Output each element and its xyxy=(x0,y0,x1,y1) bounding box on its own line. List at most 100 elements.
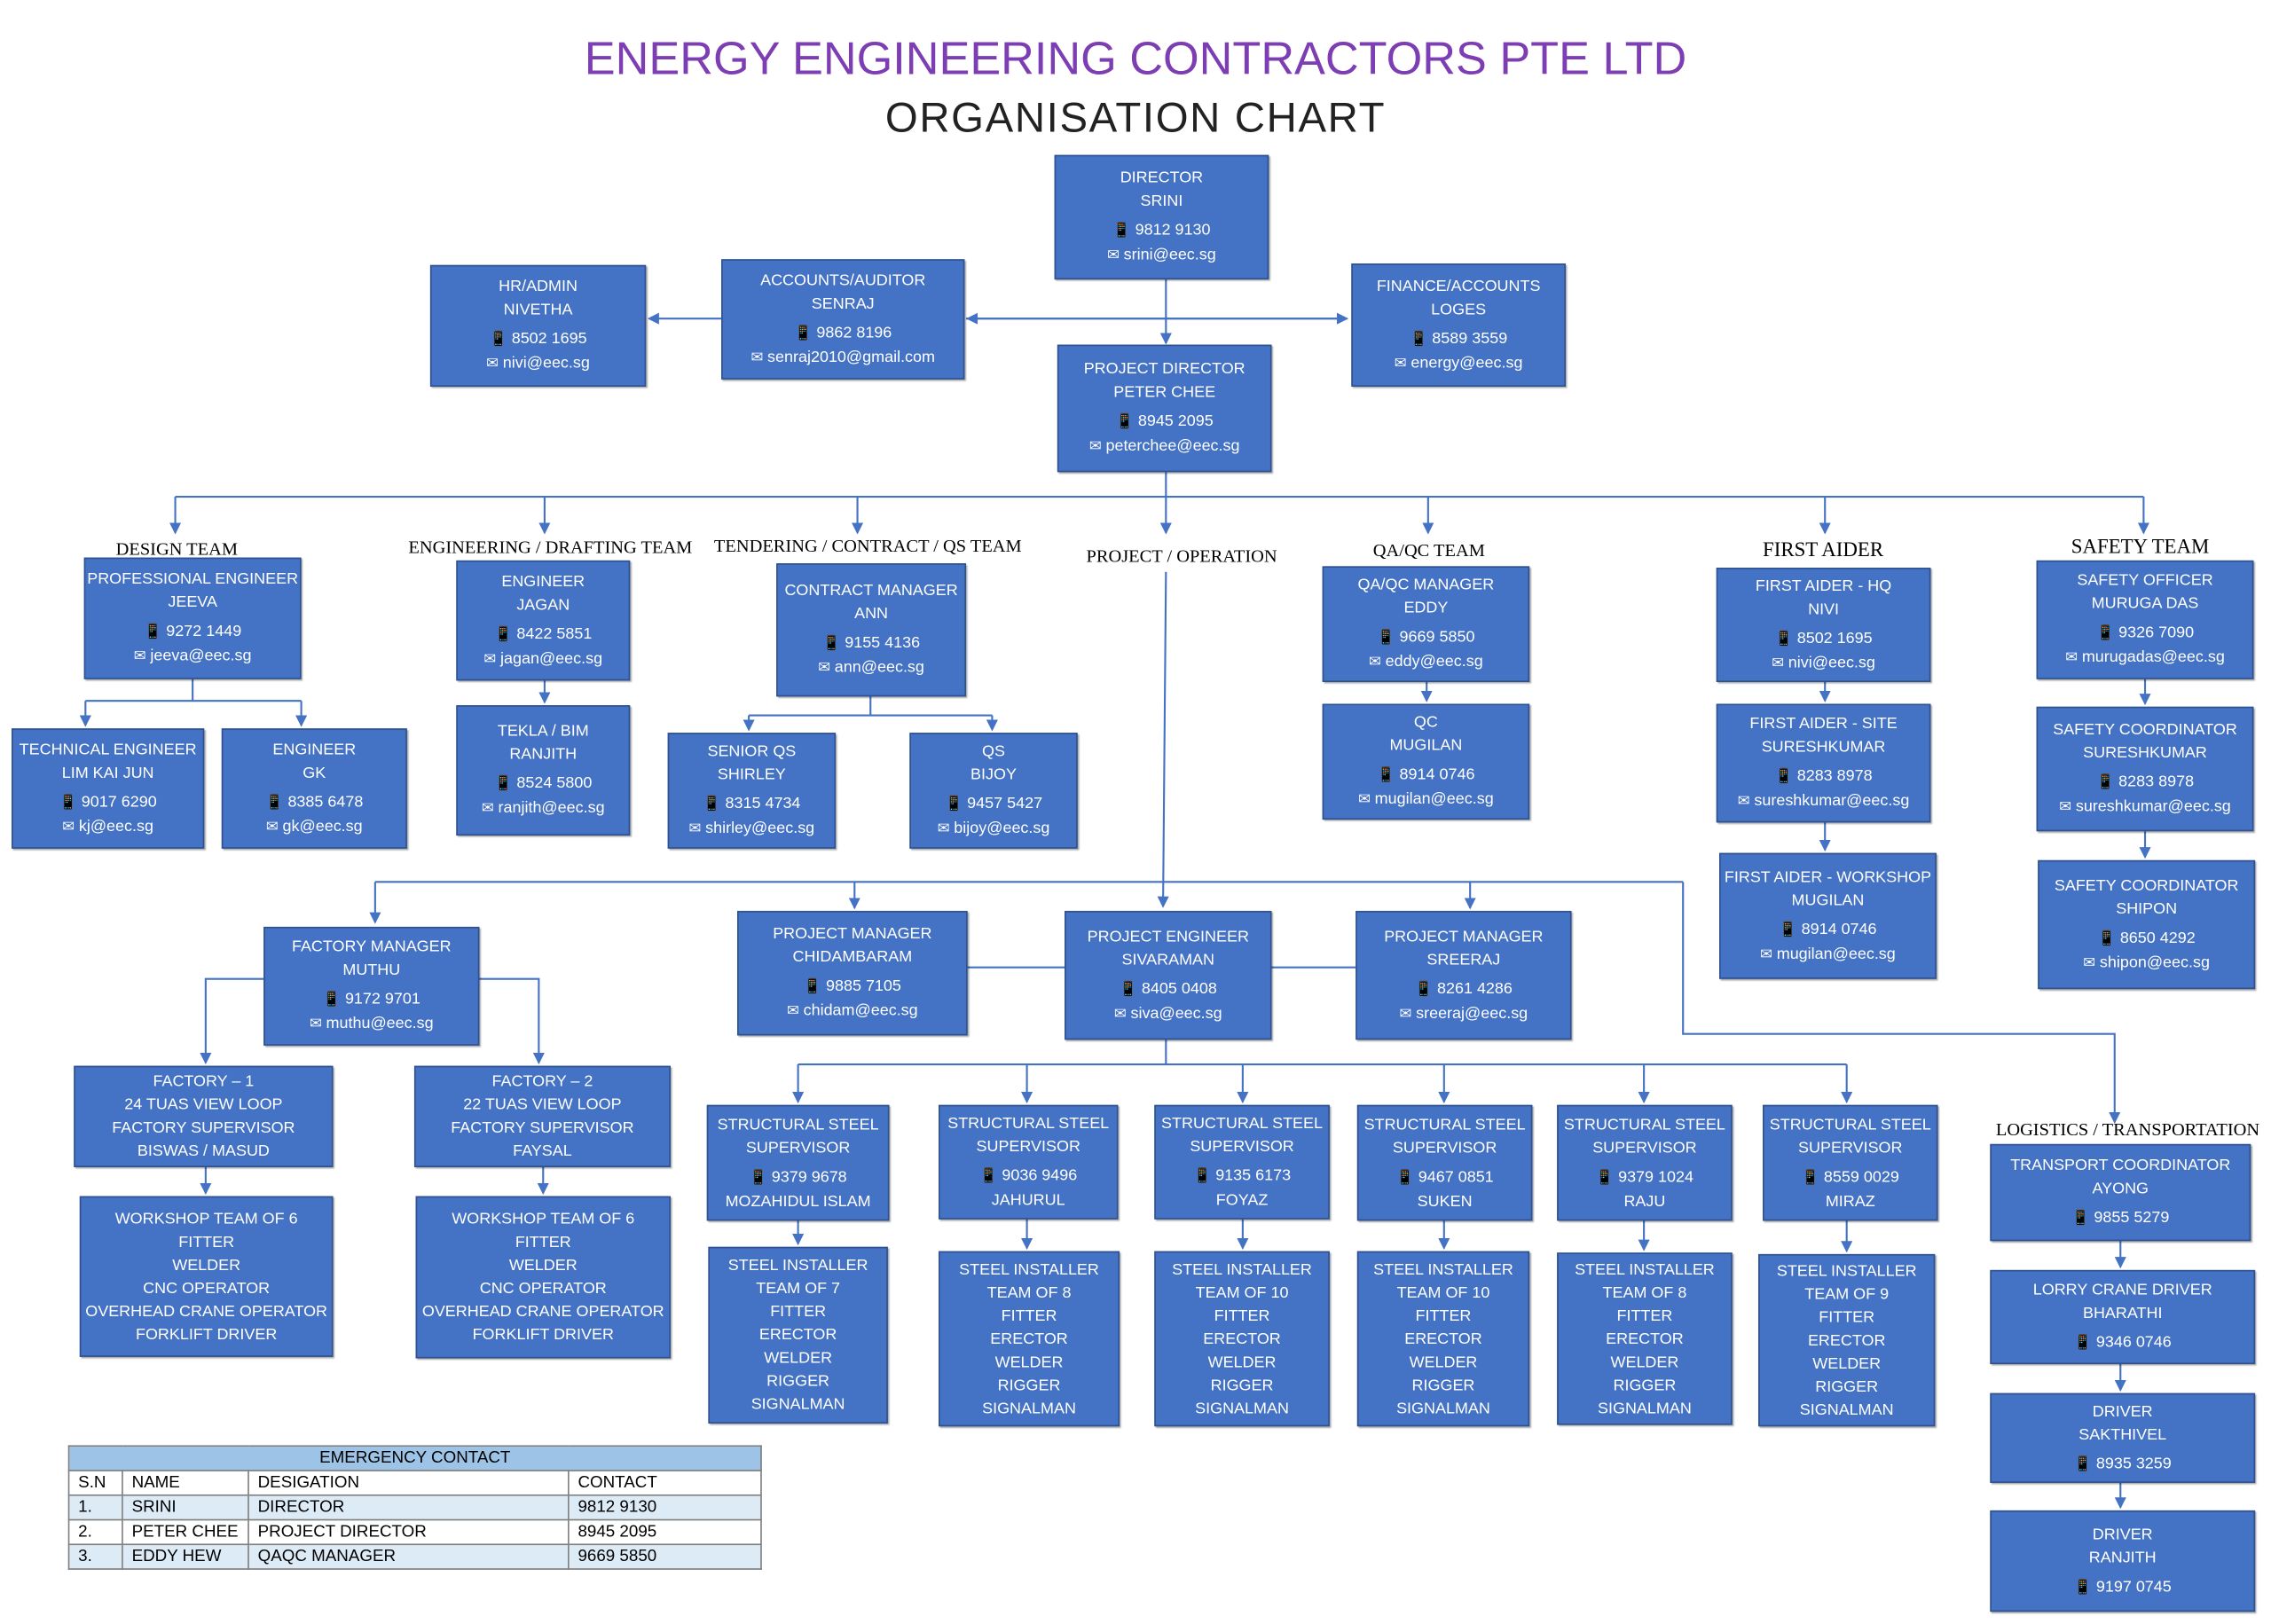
team-line-text: FAYSAL xyxy=(513,1142,572,1160)
team-line: WELDER xyxy=(1410,1350,1478,1373)
role-label: TEKLA / BIM xyxy=(498,719,589,742)
phone-number-text: 9812 9130 xyxy=(1135,221,1211,239)
phone-number: 📱8524 5800 xyxy=(494,772,592,796)
role-label-text: STRUCTURAL STEEL xyxy=(1563,1115,1725,1134)
phone-number-text: 9197 0745 xyxy=(2095,1577,2172,1596)
email-address: ✉energy@eec.sg xyxy=(1395,351,1523,376)
person-name: SUKEN xyxy=(1418,1189,1473,1212)
email-address: ✉chidam@eec.sg xyxy=(787,1000,918,1024)
phone-number-text: 8422 5851 xyxy=(516,624,593,643)
email-address-text: ranjith@eec.sg xyxy=(498,799,605,817)
phone-number: 📱8315 4734 xyxy=(703,792,800,817)
person-name-text: LOGES xyxy=(1431,300,1487,318)
email-address: ✉jagan@eec.sg xyxy=(483,647,602,671)
team-line-text: FITTER xyxy=(1214,1306,1270,1325)
team-line: ERECTOR xyxy=(1404,1327,1482,1350)
role-label-text: TECHNICAL ENGINEER xyxy=(19,741,197,758)
person-name: MOZAHIDUL ISLAM xyxy=(726,1189,871,1212)
role-label: QC xyxy=(1414,711,1438,734)
role-label: PROJECT DIRECTOR xyxy=(1084,357,1246,381)
person-name: MUGILAN xyxy=(1792,889,1865,912)
envelope-icon: ✉ xyxy=(1394,355,1407,372)
email-address-text: sureshkumar@eec.sg xyxy=(1754,792,1910,810)
phone-number-text: 8945 2095 xyxy=(1137,412,1214,430)
mobile-phone-icon: 📱 xyxy=(2073,1579,2092,1596)
team-line-text: TEAM OF 7 xyxy=(756,1280,841,1298)
envelope-icon: ✉ xyxy=(750,349,764,366)
person-name-text: MUGILAN xyxy=(1791,890,1865,909)
team-line: SIGNALMAN xyxy=(1598,1397,1692,1420)
mobile-phone-icon: 📱 xyxy=(803,978,822,995)
person-name: MUTHU xyxy=(342,959,400,982)
person-name-text: RANJITH xyxy=(509,745,578,764)
team-line: RIGGER xyxy=(1412,1374,1475,1397)
email-address-text: nivi@eec.sg xyxy=(1788,654,1875,671)
mobile-phone-icon: 📱 xyxy=(1115,413,1134,430)
role-label: DRIVER xyxy=(2093,1400,2153,1423)
role-label: SUPERVISOR xyxy=(1798,1136,1902,1159)
phone-number-text: 9855 5279 xyxy=(2094,1209,2170,1227)
row-contact: 9669 5850 xyxy=(568,1543,762,1570)
team-line-text: FORKLIFT DRIVER xyxy=(472,1326,614,1345)
team-line-text: ERECTOR xyxy=(990,1330,1068,1348)
role-label: QA/QC MANAGER xyxy=(1358,574,1495,597)
person-name: JEEVA xyxy=(168,591,217,614)
team-line: WELDER xyxy=(995,1350,1064,1373)
mobile-phone-icon: 📱 xyxy=(703,796,721,812)
phone-number-text: 8502 1695 xyxy=(511,330,587,348)
person-name: SRINI xyxy=(1140,190,1183,213)
phone-number-text: 8283 8978 xyxy=(2118,773,2195,791)
row-name: PETER CHEE xyxy=(122,1518,249,1546)
row-name: EDDY HEW xyxy=(122,1543,249,1570)
role-label-text: TRANSPORT COORDINATOR xyxy=(2010,1157,2231,1175)
phone-number: 📱9346 0746 xyxy=(2074,1330,2172,1355)
mobile-phone-icon: 📱 xyxy=(944,796,963,812)
person-name-text: GK xyxy=(303,764,326,781)
role-label-text: PROJECT MANAGER xyxy=(1384,927,1544,945)
role-label: TECHNICAL ENGINEER xyxy=(20,738,197,761)
mobile-phone-icon: 📱 xyxy=(494,626,513,643)
team-line-text: CNC OPERATOR xyxy=(479,1280,607,1298)
team-line: BISWAS / MASUD xyxy=(138,1140,270,1163)
role-label: FACTORY MANAGER xyxy=(292,936,452,959)
role-label: PROJECT MANAGER xyxy=(773,922,931,945)
phone-number: 📱9467 0851 xyxy=(1396,1165,1494,1190)
role-label-text: TEKLA / BIM xyxy=(497,722,589,741)
emergency-table-title: EMERGENCY CONTACT xyxy=(67,1445,762,1471)
team-line: TEAM OF 7 xyxy=(756,1277,840,1300)
phone-number-text: 9036 9496 xyxy=(1002,1166,1078,1185)
envelope-icon: ✉ xyxy=(787,1003,799,1020)
phone-number-text: 8650 4292 xyxy=(2119,929,2196,946)
role-label-text: HR/ADMIN xyxy=(499,278,578,296)
email-address: ✉jeeva@eec.sg xyxy=(134,645,252,670)
email-address: ✉shipon@eec.sg xyxy=(2083,951,2210,976)
role-label: SAFETY COORDINATOR xyxy=(2055,874,2239,897)
mobile-phone-icon: 📱 xyxy=(2073,1455,2092,1472)
role-label-text: STRUCTURAL STEEL xyxy=(947,1115,1110,1133)
person-name-text: PETER CHEE xyxy=(1113,383,1216,402)
mobile-phone-icon: 📱 xyxy=(1395,1169,1414,1186)
role-label-text: ENGINEER xyxy=(501,572,585,591)
phone-number-text: 9135 6173 xyxy=(1215,1166,1292,1185)
person-name: AYONG xyxy=(2092,1177,2149,1200)
team-line: STEEL INSTALLER xyxy=(1172,1258,1312,1281)
person-name-text: SAKTHIVEL xyxy=(2078,1425,2167,1443)
phone-number-text: 9862 8196 xyxy=(816,323,892,341)
person-name: FOYAZ xyxy=(1216,1189,1269,1212)
email-address-text: gk@eec.sg xyxy=(282,817,363,836)
person-name: SURESHKUMAR xyxy=(1762,735,1886,758)
row-designation: QAQC MANAGER xyxy=(248,1543,570,1570)
phone-number-text: 8261 4286 xyxy=(1436,979,1513,998)
person-name: RAJU xyxy=(1623,1189,1665,1212)
email-address-text: shirley@eec.sg xyxy=(705,820,815,837)
phone-number: 📱9155 4136 xyxy=(822,632,920,656)
